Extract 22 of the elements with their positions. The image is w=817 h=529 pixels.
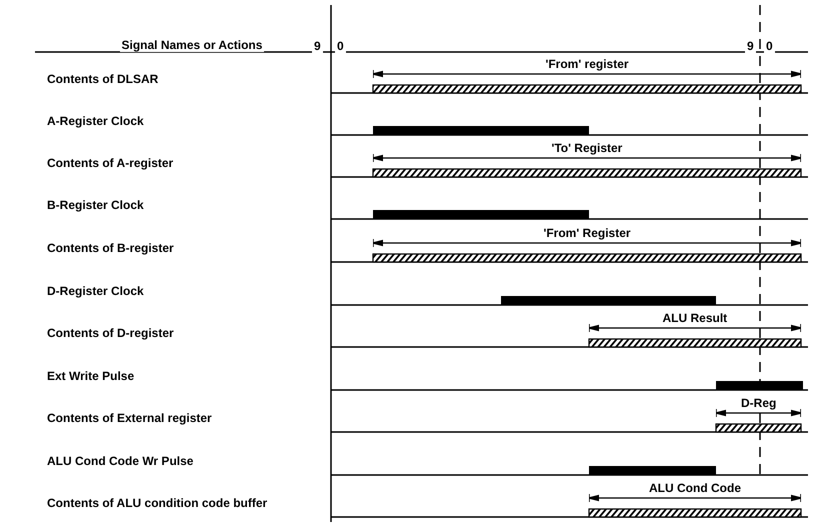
signal-name: Contents of External register [45, 411, 214, 425]
signal-name: ALU Cond Code Wr Pulse [45, 454, 196, 468]
signal-name: A-Register Clock [45, 114, 146, 128]
signal-name: Contents of B-register [45, 241, 176, 255]
span-label: 'To' Register [550, 141, 624, 155]
column-header: Signal Names or Actions [120, 38, 264, 52]
signal-name: Contents of ALU condition code buffer [45, 496, 270, 510]
signal-name: Ext Write Pulse [45, 369, 136, 383]
span-label: ALU Result [660, 311, 730, 325]
cycle-tick-label: 9 [312, 39, 323, 53]
span-label: D-Reg [739, 396, 778, 410]
cycle-tick-label: 9 [745, 39, 756, 53]
cycle-tick-label: 0 [335, 39, 346, 53]
signal-name: D-Register Clock [45, 284, 146, 298]
signal-name: Contents of A-register [45, 156, 176, 170]
signal-name: Contents of D-register [45, 326, 176, 340]
cycle-tick-label: 0 [764, 39, 775, 53]
span-label: 'From' Register [542, 226, 633, 240]
span-label: 'From' register [544, 57, 631, 71]
signal-name: Contents of DLSAR [45, 72, 160, 86]
signal-name: B-Register Clock [45, 198, 146, 212]
span-label: ALU Cond Code [647, 481, 743, 495]
